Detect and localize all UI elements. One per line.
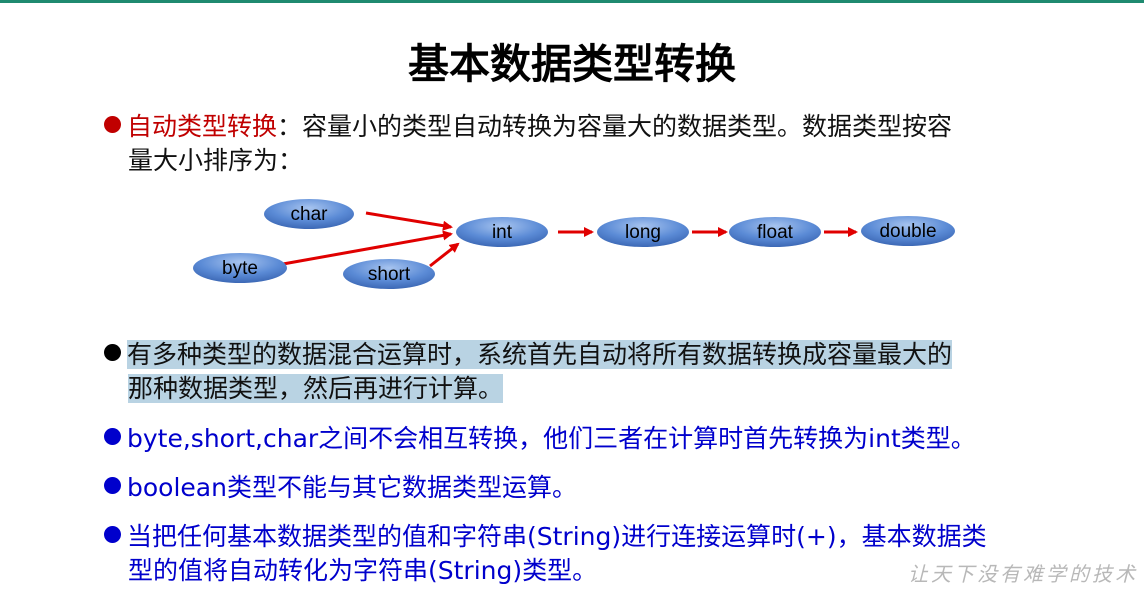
arrow-byte-to-int [282, 230, 453, 266]
arrow-char-to-int [365, 211, 453, 231]
bullet-dot [104, 477, 121, 494]
node-byte: byte [193, 253, 287, 283]
svg-text:char: char [291, 204, 329, 225]
bullet1-text-continued: 量大小排序为： [128, 146, 304, 175]
bullet-dot [104, 344, 121, 361]
node-float: float [729, 217, 821, 247]
bullet-byte-short-char: byte,short,char之间不会相互转换，他们三者在计算时首先转换为int… [104, 422, 976, 456]
svg-text:byte: byte [222, 258, 258, 279]
svg-text:int: int [492, 222, 513, 243]
svg-text:short: short [368, 264, 411, 285]
bullet-dot [104, 116, 121, 133]
slide-title: 基本数据类型转换 [408, 40, 736, 88]
bullet-string-concat: 当把任何基本数据类型的值和字符串(String)进行连接运算时(+)，基本数据类… [104, 520, 1134, 588]
bullet-mixed-operation: 有多种类型的数据混合运算时，系统首先自动将所有数据转换成容量最大的 那种数据类型… [104, 338, 1114, 406]
bullet1-text: ：容量小的类型自动转换为容量大的数据类型。数据类型按容 [277, 112, 953, 141]
node-short: short [343, 259, 435, 289]
node-long: long [597, 217, 689, 247]
bullet-dot [104, 428, 121, 445]
bullet-boolean: boolean类型不能与其它数据类型运算。 [104, 471, 577, 505]
bullet4-text: boolean类型不能与其它数据类型运算。 [127, 473, 577, 502]
svg-text:long: long [625, 222, 661, 243]
node-double: double [861, 216, 955, 246]
bullet5-text: 当把任何基本数据类型的值和字符串(String)进行连接运算时(+)，基本数据类 [127, 522, 987, 551]
bullet2-text: 有多种类型的数据混合运算时，系统首先自动将所有数据转换成容量最大的 [127, 340, 953, 369]
svg-text:double: double [879, 221, 936, 242]
bullet5-text-continued: 型的值将自动转化为字符串(String)类型。 [128, 556, 598, 585]
bullet-dot [104, 526, 121, 543]
bullet3-text: byte,short,char之间不会相互转换，他们三者在计算时首先转换为int… [127, 424, 976, 453]
keyword-auto-conversion: 自动类型转换 [127, 112, 278, 141]
arrow-short-to-int [429, 242, 460, 268]
top-rule [0, 0, 1144, 3]
bullet-auto-conversion: 自动类型转换：容量小的类型自动转换为容量大的数据类型。数据类型按容 量大小排序为… [104, 110, 1114, 178]
watermark: 让天下没有难学的技术 [908, 562, 1138, 586]
svg-text:float: float [757, 222, 794, 243]
node-int: int [456, 217, 548, 247]
bullet2-text-continued: 那种数据类型，然后再进行计算。 [128, 374, 504, 403]
node-char: char [264, 199, 354, 229]
